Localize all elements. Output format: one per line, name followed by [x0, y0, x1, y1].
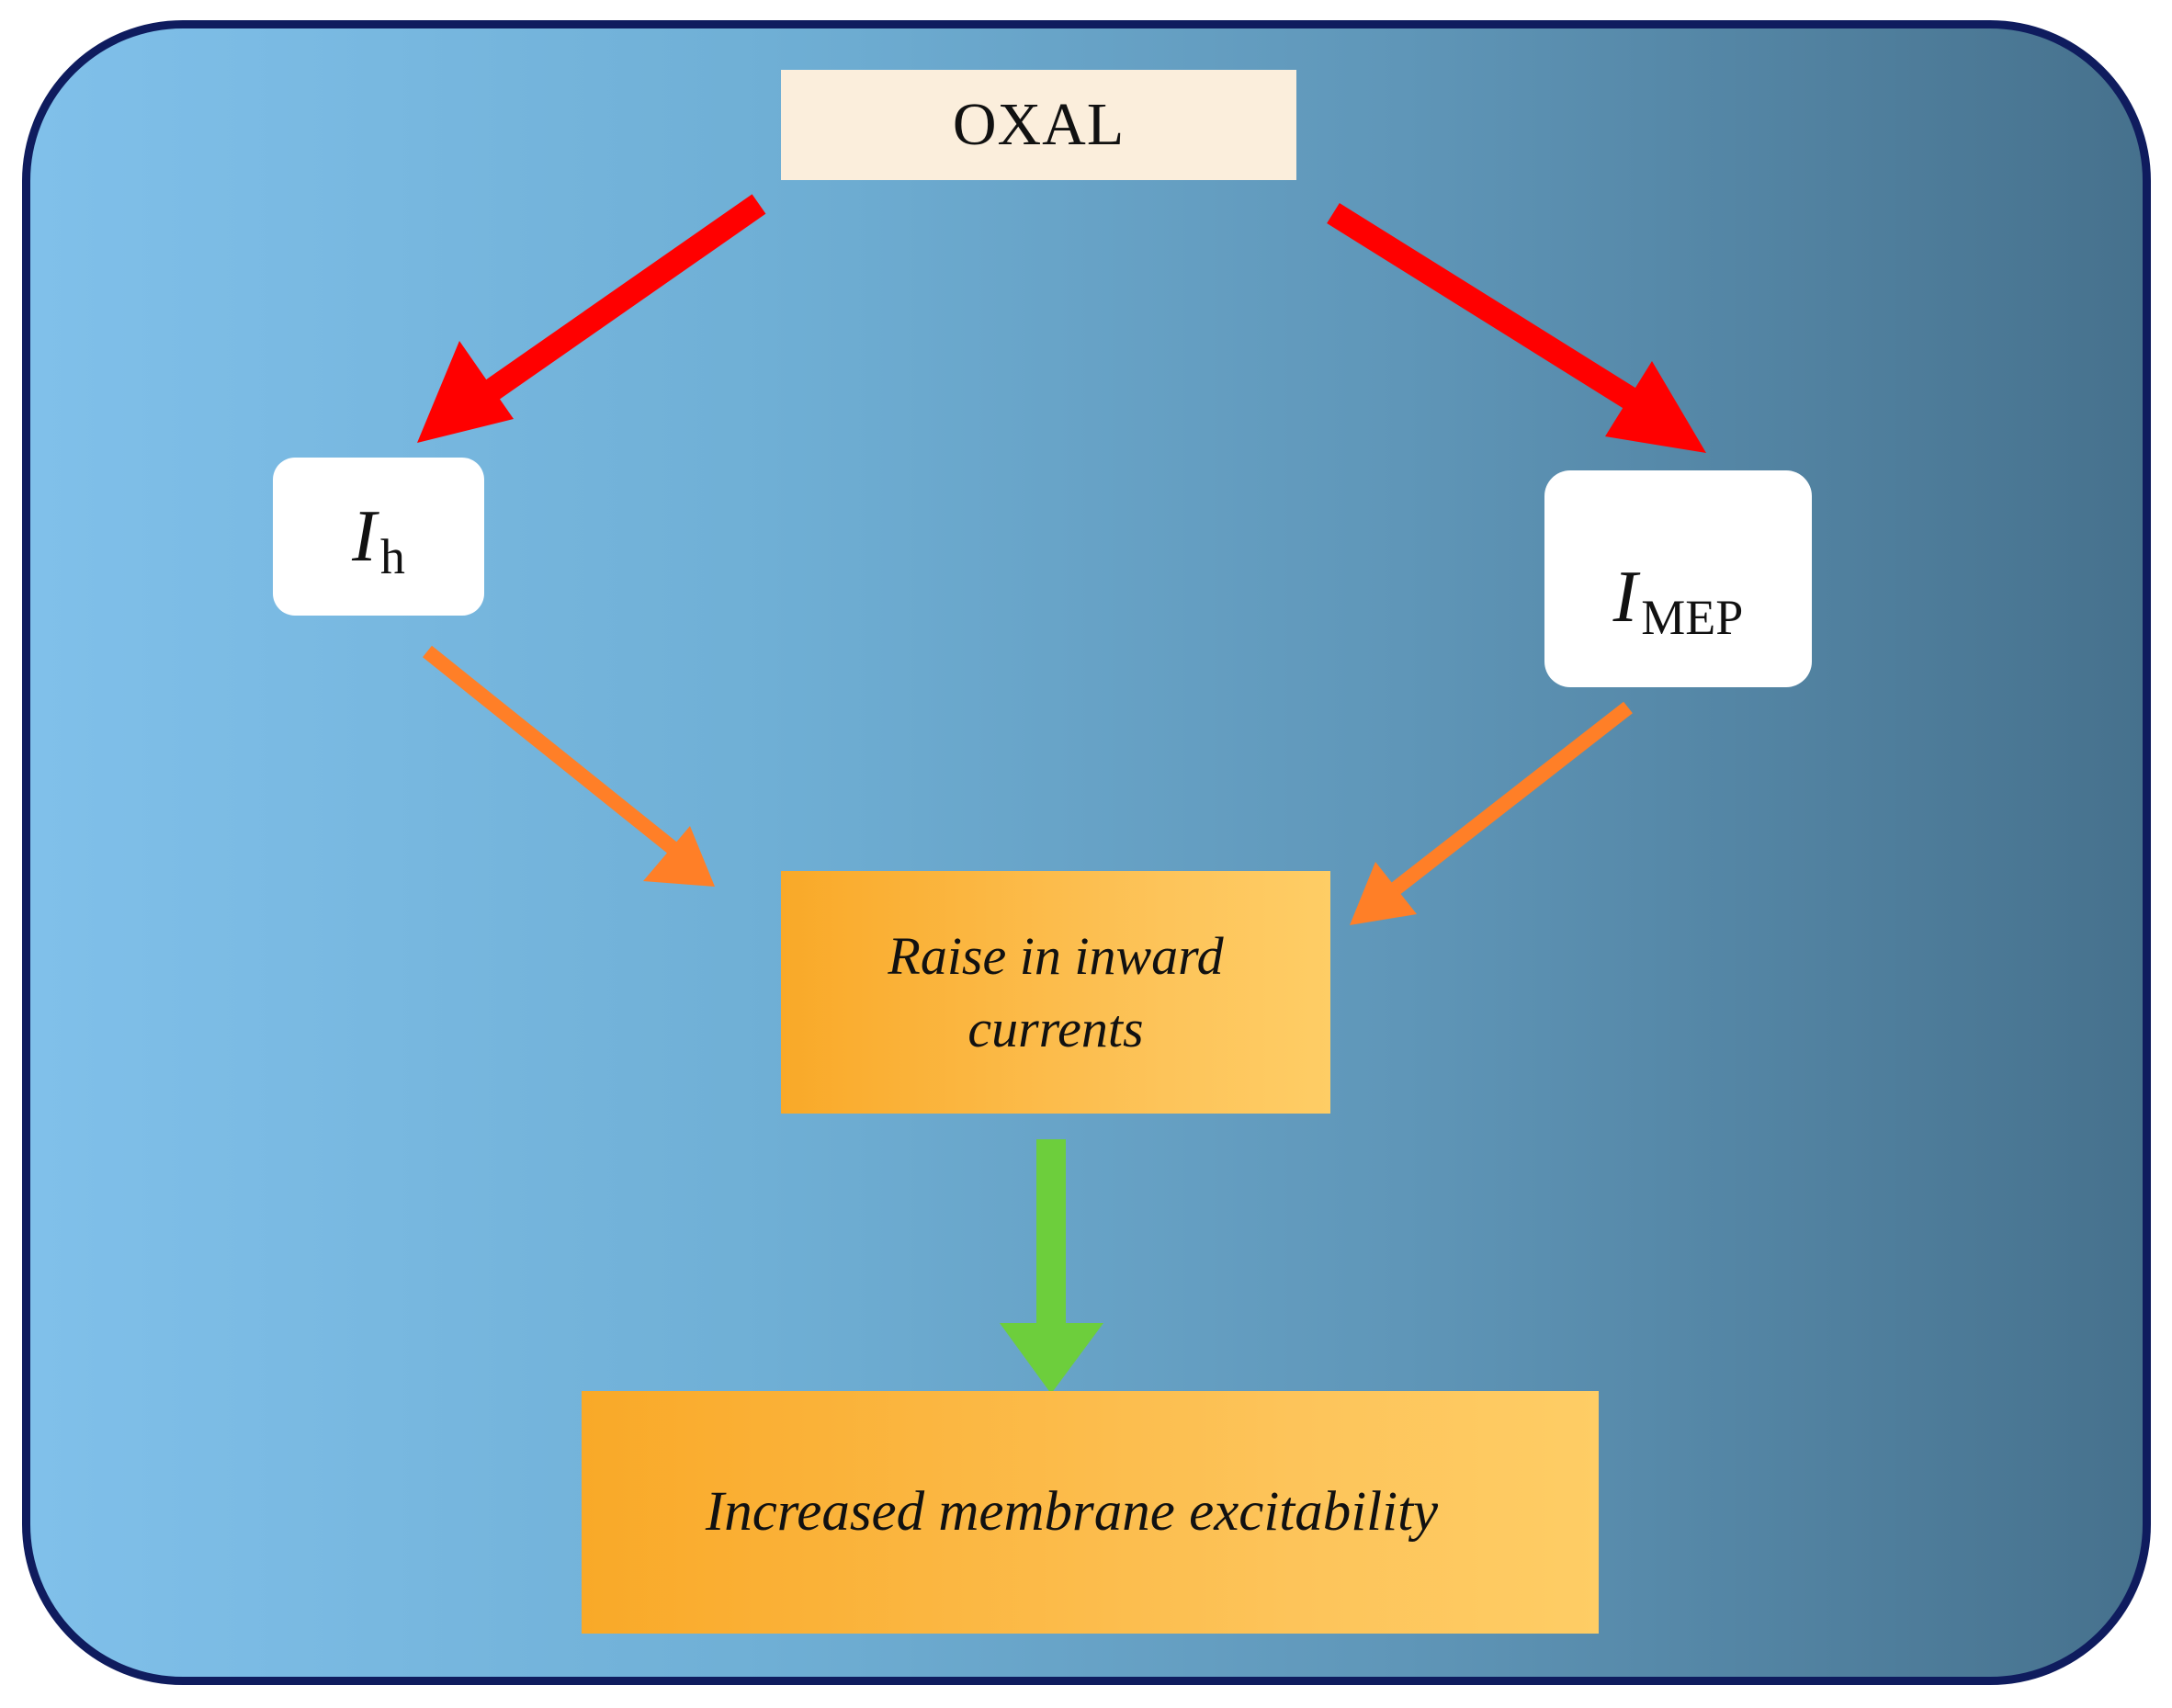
node-raise-inward-currents: Raise in inward currents [781, 871, 1330, 1114]
node-raise-label: Raise in inward currents [888, 925, 1224, 1058]
node-imep-subscript: MEP [1641, 590, 1744, 645]
node-imep-symbol: I [1612, 556, 1638, 638]
node-ih-symbol: I [352, 495, 377, 577]
arrow-ih-to-raise [422, 645, 715, 887]
arrow-imep-to-raise [1350, 701, 1633, 925]
arrow-raise-to-increased [1000, 1139, 1103, 1394]
node-oxal: OXAL [781, 70, 1296, 180]
arrow-oxal-to-ih [417, 194, 766, 443]
arrow-oxal-to-imep [1327, 202, 1706, 453]
node-increased-label: Increased membrane excitability [705, 1481, 1439, 1543]
node-increased-excitability: Increased membrane excitability [582, 1391, 1599, 1634]
node-oxal-label: OXAL [952, 91, 1126, 158]
node-ih-subscript: h [379, 529, 405, 584]
